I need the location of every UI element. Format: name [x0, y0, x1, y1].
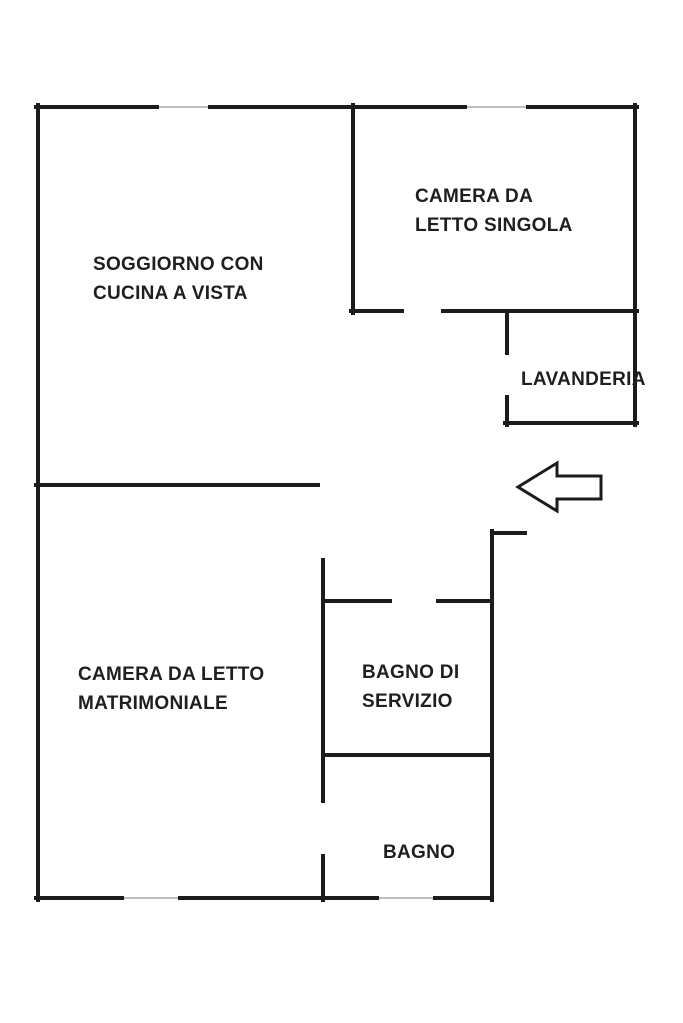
room-label-line: CAMERA DA — [415, 186, 534, 207]
room-label-soggiorno-cucina: SOGGIORNO CON CUCINA A VISTA — [93, 250, 264, 308]
entrance-arrow-icon — [515, 460, 603, 514]
room-label-line: LAVANDERIA — [521, 369, 646, 390]
room-label-lavanderia: LAVANDERIA — [521, 365, 646, 394]
room-label-line: CAMERA DA LETTO — [78, 664, 265, 685]
room-label-camera-matrimoniale: CAMERA DA LETTO MATRIMONIALE — [78, 660, 264, 718]
room-label-line: BAGNO — [383, 842, 456, 863]
wall-lines — [34, 103, 639, 902]
room-label-line: LETTO SINGOLA — [415, 215, 573, 236]
room-label-camera-singola: CAMERA DA LETTO SINGOLA — [415, 182, 573, 240]
window-lines — [122, 106, 528, 899]
room-label-line: CUCINA A VISTA — [93, 283, 248, 304]
room-label-line: SOGGIORNO CON — [93, 254, 264, 275]
room-label-bagno-servizio: BAGNO DI SERVIZIO — [362, 658, 459, 716]
room-label-line: BAGNO DI — [362, 662, 460, 683]
room-label-line: SERVIZIO — [362, 691, 453, 712]
room-label-line: MATRIMONIALE — [78, 693, 228, 714]
room-label-bagno: BAGNO — [383, 838, 455, 867]
